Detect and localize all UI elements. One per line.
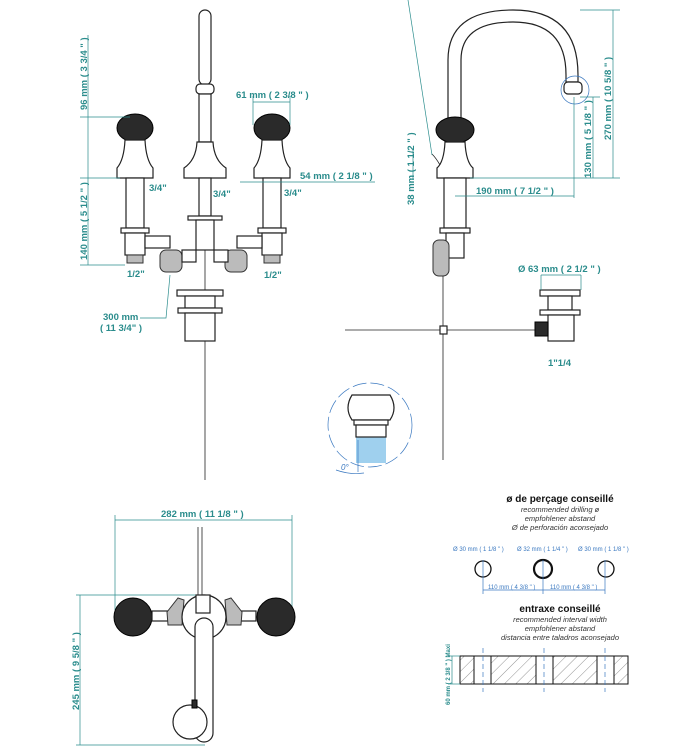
connection-hoses (144, 235, 263, 273)
dim-282mm: 282 mm ( 11 1/8 " ) (161, 509, 244, 520)
drain-front (176, 289, 224, 342)
thread-left: 3/4" (149, 183, 167, 194)
front-view: 96 mm ( 3 3/4 " ) 140 mm ( 5 1/2 " ) 61 … (79, 9, 375, 480)
dim-96mm: 96 mm ( 3 3/4 " ) (79, 37, 90, 110)
hole-right (597, 560, 615, 578)
drilling-title: ø de perçage conseillé (506, 494, 614, 505)
dim-245mm: 245 mm ( 9 5/8 " ) (71, 632, 82, 710)
drain-thread: 1"1/4 (548, 358, 572, 369)
dim-270mm: 270 mm ( 10 5/8 " ) (603, 57, 614, 140)
hole-right-diameter: Ø 30 mm ( 1 1/8 " ) (578, 547, 629, 553)
aerator-detail: 0° (327, 382, 413, 474)
dim-60mm-maxi: 60 mm ( 2 3/8 " ) Maxi (446, 644, 452, 705)
angle-label: 0° (341, 463, 349, 472)
hose-length: 300 mm (103, 312, 138, 323)
thread-center: 3/4" (213, 189, 231, 200)
dim-54mm: 54 mm ( 2 1/8 " ) (300, 171, 373, 182)
crystal-knob-icon (256, 597, 296, 637)
dim-130mm: 130 mm ( 5 1/8 " ) (583, 100, 594, 178)
crystal-knob-icon (116, 113, 154, 143)
inlet-left: 1/2" (127, 269, 145, 280)
drain-diameter: Ø 63 mm ( 2 1/2 " ) (518, 264, 601, 275)
drain-side (534, 289, 581, 342)
hole-left-diameter: Ø 30 mm ( 1 1/8 " ) (453, 547, 504, 553)
spacing-right: 110 mm ( 4 3/8 " ) (550, 585, 597, 591)
dim-61mm: 61 mm ( 2 3/8 " ) (236, 90, 309, 101)
dim-140mm: 140 mm ( 5 1/2 " ) (79, 182, 90, 260)
drilling-section: ø de perçage conseillé recommended drill… (453, 494, 629, 594)
thread-right: 3/4" (284, 188, 302, 199)
crystal-knob-icon (113, 597, 153, 637)
dim-38mm: 38 mm ( 1 1/2 " ) (406, 132, 417, 205)
drilling-subtitle-en: recommended drilling ø (521, 505, 600, 514)
drilling-subtitle-es: Ø de perforación aconsejado (511, 523, 608, 532)
hose-length-inches: ( 11 3/4" ) (100, 323, 142, 334)
dim-190mm: 190 mm ( 7 1/2 " ) (476, 186, 554, 197)
hole-center-diameter: Ø 32 mm ( 1 1/4 " ) (517, 547, 568, 553)
crystal-knob-icon (435, 116, 475, 144)
inlet-right: 1/2" (264, 270, 282, 281)
interval-subtitle-es: distancia entre taladros aconsejado (501, 633, 619, 642)
crystal-knob-icon (253, 113, 291, 143)
spout-column (183, 9, 227, 480)
interval-section: entraxe conseillé recommended interval w… (446, 604, 629, 705)
top-view: 282 mm ( 11 1/8 " ) 245 mm ( 9 5/8 " ) (71, 509, 296, 746)
interval-title: entraxe conseillé (519, 604, 601, 615)
drilling-subtitle-de: empfohlener abstand (525, 514, 596, 523)
interval-subtitle-de: empfohlener abstand (525, 624, 596, 633)
handle-left (116, 113, 154, 264)
spacing-left: 110 mm ( 4 3/8 " ) (488, 585, 535, 591)
interval-subtitle-en: recommended interval width (513, 615, 607, 624)
side-view: 270 mm ( 10 5/8 " ) 130 mm ( 5 1/8 " ) 1… (345, 0, 620, 460)
